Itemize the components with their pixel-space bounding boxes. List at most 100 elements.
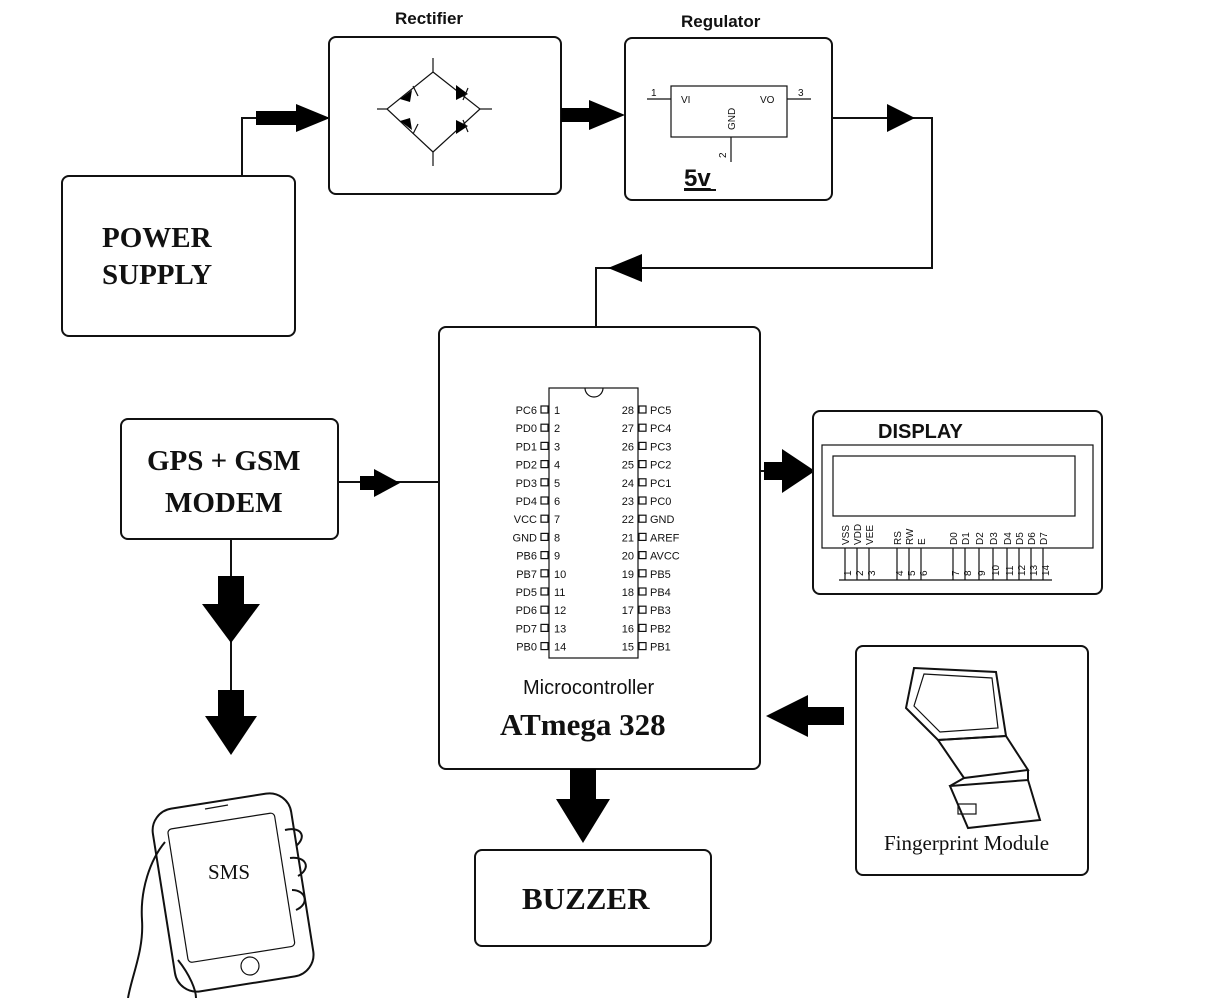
- chip-pin-pad-left: [540, 532, 549, 542]
- arrow-head-gps-mcu: [374, 469, 400, 497]
- lcd-pin-number: 9: [977, 570, 988, 576]
- lcd-pin-number: 11: [1005, 565, 1016, 576]
- chip-pin-number-left: 2: [554, 423, 560, 435]
- fingerprint-block: [855, 645, 1089, 876]
- lcd-signal-label: VEE: [865, 525, 876, 545]
- gps-gsm-label-2: MODEM: [165, 487, 283, 519]
- chip-pin-number-right: 15: [622, 642, 634, 654]
- chip-pin-name-left: PC6: [516, 405, 537, 417]
- chip-pin-number-left: 7: [554, 514, 560, 526]
- dip-chip-icon: [548, 387, 639, 659]
- regulator-vi-label: VI: [681, 95, 690, 106]
- microcontroller-name: ATmega 328: [500, 707, 666, 742]
- chip-pin-name-left: PD5: [516, 587, 537, 599]
- arrow-head-mcu-buzzer: [556, 799, 610, 843]
- lcd-signal-label: D7: [1039, 532, 1050, 545]
- phone-hand-icon: [127, 792, 315, 998]
- chip-pin-pad-right: [638, 569, 647, 578]
- lcd-outer-frame: [821, 444, 1094, 549]
- rectifier-block: [328, 36, 562, 195]
- chip-pin-number-right: 18: [622, 587, 634, 599]
- chip-pin-number-right: 25: [622, 460, 634, 472]
- arrow-head-gps-down-1: [202, 604, 260, 643]
- chip-pin-name-left: PD7: [516, 623, 537, 635]
- chip-pin-number-right: 16: [622, 623, 634, 635]
- arrow-shaft-mcu-display: [764, 462, 784, 480]
- chip-pin-name-left: VCC: [514, 514, 537, 526]
- chip-pin-number-left: 4: [554, 460, 560, 472]
- chip-pin-pad-left: [540, 405, 549, 414]
- fingerprint-label: Fingerprint Module: [884, 831, 1049, 855]
- arrow-head-fingerprint-mcu: [766, 695, 808, 737]
- chip-pin-name-right: PC5: [650, 405, 671, 417]
- chip-pin-number-right: 22: [622, 514, 634, 526]
- regulator-title: Regulator: [681, 12, 761, 31]
- lcd-signal-label: D4: [1003, 532, 1014, 545]
- arrow-head-mcu-power: [608, 254, 642, 282]
- chip-pin-number-right: 19: [622, 569, 634, 581]
- arrow-head-regulator-out: [887, 104, 915, 132]
- arrow-shaft-fingerprint-mcu: [798, 707, 844, 725]
- chip-pin-pad-left: [540, 605, 549, 614]
- chip-pin-number-right: 24: [622, 478, 634, 490]
- buzzer-label: BUZZER: [522, 881, 650, 916]
- lcd-pin-number: 13: [1029, 564, 1040, 576]
- lcd-pin-number: 4: [895, 570, 906, 576]
- lcd-signal-label: D2: [975, 532, 986, 545]
- chip-pin-name-left: PB6: [516, 551, 537, 563]
- chip-pin-number-right: 28: [622, 405, 634, 417]
- regulator-gnd-label: GND: [727, 108, 738, 130]
- chip-pin-name-left: GND: [513, 532, 538, 544]
- chip-pin-pad-right: [638, 623, 647, 633]
- chip-pin-pad-right: [638, 641, 647, 651]
- microcontroller-caption: Microcontroller: [523, 677, 654, 699]
- lcd-pin-number: 3: [867, 570, 878, 576]
- chip-pin-name-left: PD2: [516, 460, 537, 472]
- lcd-signal-label: RS: [893, 531, 904, 545]
- chip-pin-name-left: PD6: [516, 605, 537, 617]
- chip-pin-number-left: 10: [554, 569, 566, 581]
- wire-power-rectifier: [241, 117, 330, 176]
- lcd-signal-label: D6: [1027, 532, 1038, 545]
- lcd-signal-label: VSS: [841, 525, 852, 545]
- regulator-pin-2: 2: [718, 152, 729, 158]
- chip-pin-pad-right: [638, 460, 647, 469]
- chip-pin-name-left: PD1: [516, 441, 537, 453]
- chip-pin-name-right: PC0: [650, 496, 671, 508]
- chip-pin-name-left: PD4: [516, 496, 537, 508]
- chip-pin-name-right: PB3: [650, 605, 671, 617]
- gps-gsm-block: [120, 418, 339, 540]
- arrow-shaft-gps-mcu: [360, 476, 378, 490]
- chip-pin-name-right: PC4: [650, 423, 671, 435]
- power-supply-block: [61, 175, 296, 337]
- chip-pin-name-left: PD3: [516, 478, 537, 490]
- chip-pin-pad-right: [638, 514, 647, 523]
- chip-pin-pad-right: [638, 587, 647, 596]
- chip-pin-pad-left: [540, 569, 549, 578]
- chip-pin-pad-right: [638, 605, 647, 614]
- chip-pin-pad-left: [540, 550, 549, 560]
- chip-pin-pad-left: [540, 587, 549, 596]
- chip-pin-name-right: AVCC: [650, 551, 680, 563]
- arrow-head-rectifier-regulator: [589, 100, 625, 130]
- chip-pin-name-right: GND: [650, 514, 675, 526]
- chip-pin-number-left: 9: [554, 551, 560, 563]
- lcd-screen: [832, 455, 1076, 517]
- lcd-pin-number: 5: [907, 570, 918, 576]
- chip-pin-number-left: 12: [554, 605, 566, 617]
- arrow-shaft-gps-down-2: [218, 690, 244, 718]
- chip-pin-pad-right: [638, 496, 647, 505]
- chip-pin-number-left: 6: [554, 496, 560, 508]
- chip-pin-name-right: PB2: [650, 623, 671, 635]
- chip-pin-pad-left: [540, 641, 549, 651]
- chip-pin-number-right: 26: [622, 441, 634, 453]
- lcd-pin-number: 7: [951, 570, 962, 576]
- microcontroller-block: [438, 326, 761, 770]
- chip-pin-number-right: 17: [622, 605, 634, 617]
- chip-pin-pad-right: [638, 423, 647, 432]
- chip-pin-number-left: 1: [554, 405, 560, 417]
- lcd-signal-label: D5: [1015, 532, 1026, 545]
